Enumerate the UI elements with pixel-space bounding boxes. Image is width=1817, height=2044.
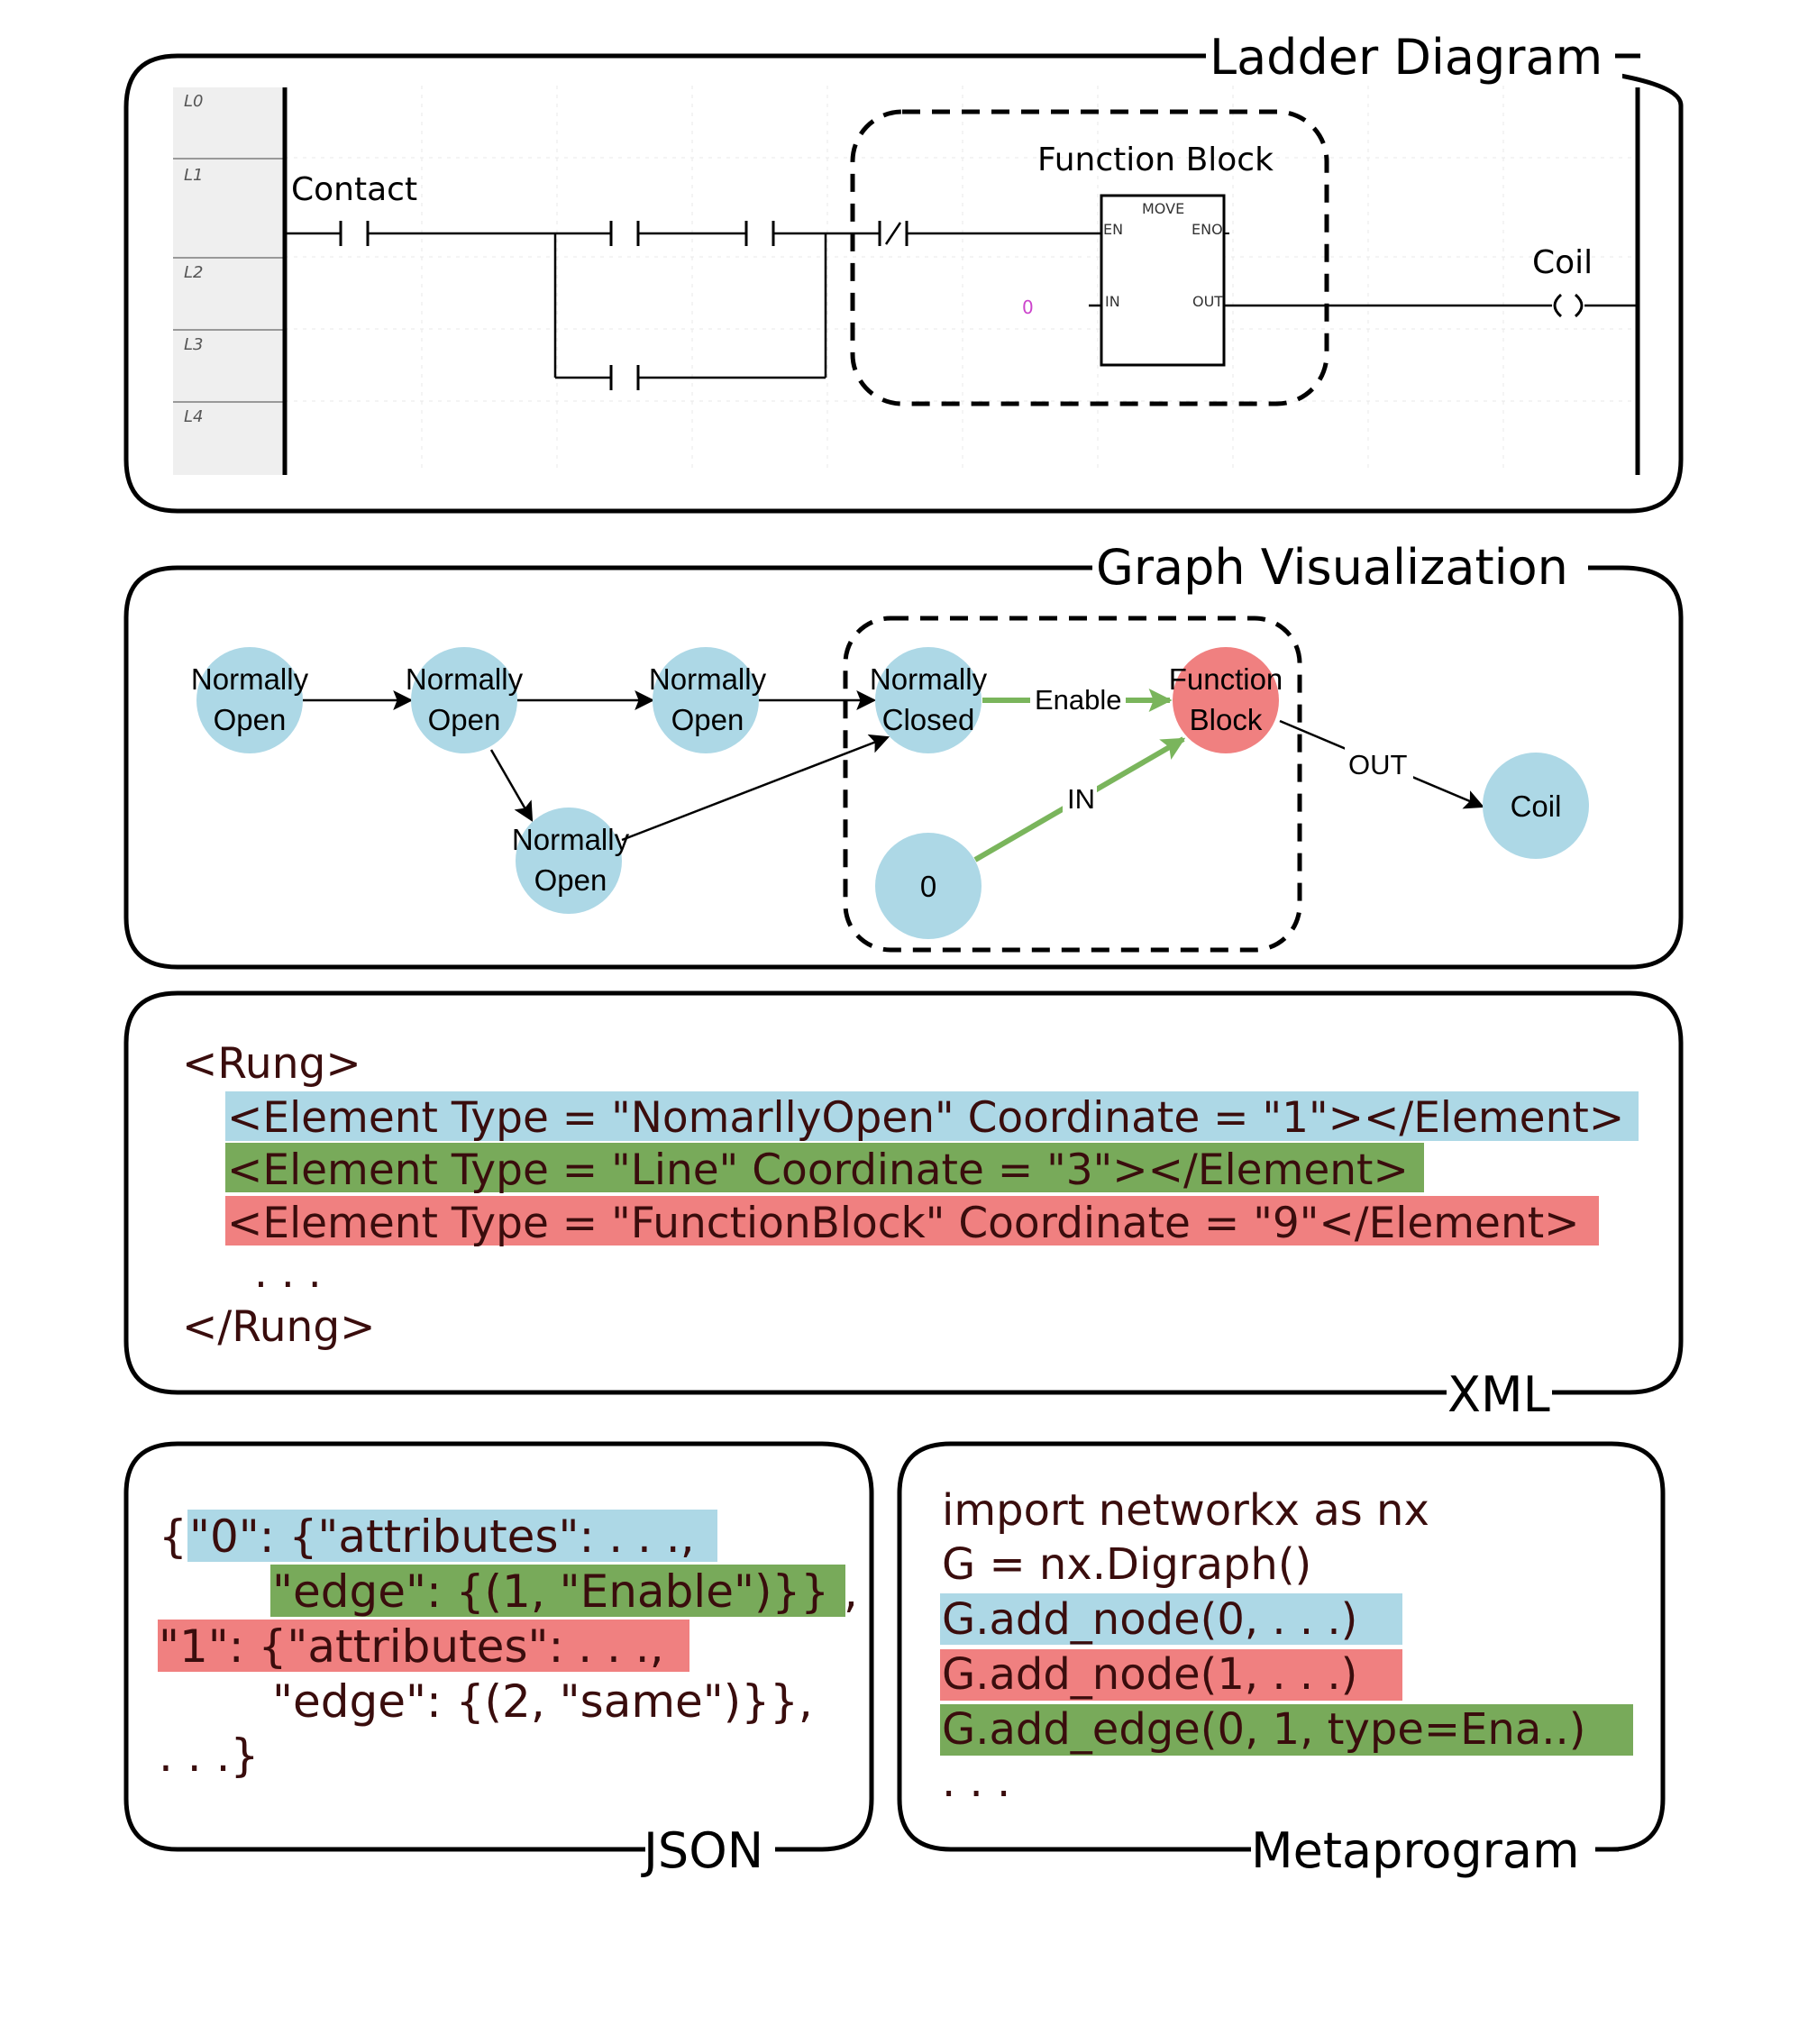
fb-in-port: IN bbox=[1105, 293, 1120, 310]
function-block-box bbox=[1100, 194, 1226, 367]
line-number-strip bbox=[173, 87, 284, 475]
fb-en-port: EN bbox=[1103, 221, 1123, 238]
line-number-l0: L0 bbox=[184, 92, 203, 111]
node-no4 bbox=[516, 808, 622, 914]
json-panel-border bbox=[123, 1441, 874, 1852]
node-no4-line2: Open bbox=[534, 863, 607, 897]
json-highlight-blue bbox=[187, 1510, 717, 1562]
ladder-grid bbox=[285, 86, 1631, 473]
function-block-label: Function Block bbox=[1037, 141, 1274, 178]
edge-label-in: IN bbox=[1067, 783, 1095, 815]
node-zero bbox=[875, 833, 982, 939]
node-no3-line1: Normally bbox=[649, 662, 767, 696]
xml-line-element-2: <Element Type = "Line" Coordinate = "3">… bbox=[227, 1145, 1409, 1195]
xml-panel-border bbox=[123, 990, 1684, 1395]
meta-line-add-node-0: G.add_node(0, . . .) bbox=[942, 1594, 1357, 1645]
ladder-title: Ladder Diagram bbox=[1210, 29, 1602, 86]
edge-no4-nc bbox=[621, 734, 890, 842]
contact-no-2 bbox=[609, 221, 640, 246]
xml-highlight-green bbox=[225, 1143, 1424, 1192]
json-line-5: . . .} bbox=[159, 1729, 259, 1782]
xml-highlight-blue bbox=[225, 1091, 1639, 1141]
node-no2-line1: Normally bbox=[406, 662, 524, 696]
ladder-panel-border bbox=[123, 53, 1684, 514]
meta-line-digraph: G = nx.Digraph() bbox=[942, 1539, 1311, 1590]
json-line-4: "edge": {(2, "same")}}, bbox=[272, 1675, 813, 1728]
json-label: JSON bbox=[641, 1822, 763, 1879]
metaprogram-panel: Metaprogram import networkx as nx G = nx… bbox=[897, 1441, 1666, 1879]
node-no3 bbox=[653, 647, 759, 753]
node-zero-label: 0 bbox=[920, 870, 936, 903]
meta-line-add-node-1: G.add_node(1, . . .) bbox=[942, 1649, 1357, 1700]
rung-wiring bbox=[285, 232, 1638, 379]
edge-label-out: OUT bbox=[1348, 749, 1408, 780]
node-no1-line2: Open bbox=[214, 703, 287, 736]
json-highlight-green bbox=[270, 1565, 845, 1617]
coil-symbol bbox=[1553, 293, 1584, 318]
graph-panel-border bbox=[123, 565, 1684, 970]
node-no1-line1: Normally bbox=[191, 662, 309, 696]
contact-nc bbox=[878, 221, 908, 246]
node-no2-line2: Open bbox=[428, 703, 501, 736]
xml-line-open-rung: <Rung> bbox=[182, 1039, 361, 1089]
xml-line-close-rung: </Rung> bbox=[182, 1302, 376, 1352]
graph-title: Graph Visualization bbox=[1096, 539, 1568, 596]
node-function-block bbox=[1173, 647, 1279, 753]
contact-label: Contact bbox=[291, 171, 417, 208]
node-nc-line1: Normally bbox=[870, 662, 988, 696]
line-number-l1: L1 bbox=[184, 166, 203, 185]
line-number-l3: L3 bbox=[184, 335, 203, 354]
graph-panel: Graph Visualization Enable IN OUT bbox=[123, 539, 1684, 970]
fb-constant: 0 bbox=[1022, 297, 1034, 318]
xml-highlight-red bbox=[225, 1196, 1599, 1246]
meta-line-import: import networkx as nx bbox=[942, 1485, 1429, 1536]
edge-no2-no4 bbox=[489, 749, 534, 822]
fb-name: MOVE bbox=[1142, 200, 1184, 217]
contact-no-1 bbox=[339, 221, 370, 246]
xml-line-ellipsis: . . . bbox=[254, 1248, 322, 1298]
line-number-l4: L4 bbox=[184, 407, 203, 426]
fb-out-port: OUT bbox=[1192, 293, 1223, 310]
node-nc-line2: Closed bbox=[882, 703, 975, 736]
node-coil bbox=[1483, 753, 1589, 859]
metaprogram-label: Metaprogram bbox=[1251, 1822, 1580, 1879]
meta-line-ellipsis: . . . bbox=[942, 1757, 1010, 1807]
xml-panel: XML <Rung> <Element Type = "NomarllyOpen… bbox=[123, 990, 1684, 1423]
xml-label: XML bbox=[1447, 1366, 1550, 1423]
json-line-2-tail: , bbox=[844, 1565, 858, 1618]
json-open-brace: { bbox=[159, 1510, 187, 1563]
node-no1 bbox=[196, 647, 303, 753]
json-line-1: "0": {"attributes": . . ., bbox=[189, 1510, 695, 1563]
node-fb-line1: Function bbox=[1169, 662, 1283, 696]
json-highlight-red bbox=[158, 1620, 689, 1672]
meta-line-add-edge: G.add_edge(0, 1, type=Ena..) bbox=[942, 1704, 1586, 1755]
meta-highlight-red bbox=[940, 1649, 1402, 1701]
graph-green-edges bbox=[973, 689, 1186, 862]
edge-label-enable: Enable bbox=[1035, 684, 1122, 716]
fb-eno-port: ENO bbox=[1192, 221, 1223, 238]
xml-line-element-1: <Element Type = "NomarllyOpen" Coordinat… bbox=[227, 1093, 1624, 1143]
node-coil-label: Coil bbox=[1511, 789, 1562, 823]
node-nc bbox=[875, 647, 982, 753]
line-number-l2: L2 bbox=[184, 263, 203, 282]
coil-label: Coil bbox=[1532, 244, 1593, 281]
contact-no-3 bbox=[744, 221, 775, 246]
node-fb-line2: Block bbox=[1190, 703, 1263, 736]
meta-highlight-blue bbox=[940, 1593, 1402, 1645]
node-no3-line2: Open bbox=[671, 703, 744, 736]
json-panel: JSON { "0": {"attributes": . . ., "edge"… bbox=[123, 1441, 874, 1879]
xml-line-element-3: <Element Type = "FunctionBlock" Coordina… bbox=[227, 1199, 1580, 1248]
ladder-panel: Ladder Diagram L0 L1 bbox=[123, 27, 1684, 514]
contact-no-4 bbox=[609, 365, 640, 390]
graph-subgraph-highlight bbox=[843, 616, 1302, 953]
json-line-2: "edge": {(1, "Enable")}} bbox=[272, 1565, 829, 1618]
line-number-separators bbox=[173, 158, 284, 403]
json-line-3: "1": {"attributes": . . ., bbox=[159, 1620, 664, 1673]
function-block-highlight bbox=[850, 109, 1329, 406]
meta-highlight-green bbox=[940, 1704, 1633, 1756]
node-no4-line1: Normally bbox=[512, 823, 630, 856]
node-no2 bbox=[411, 647, 517, 753]
